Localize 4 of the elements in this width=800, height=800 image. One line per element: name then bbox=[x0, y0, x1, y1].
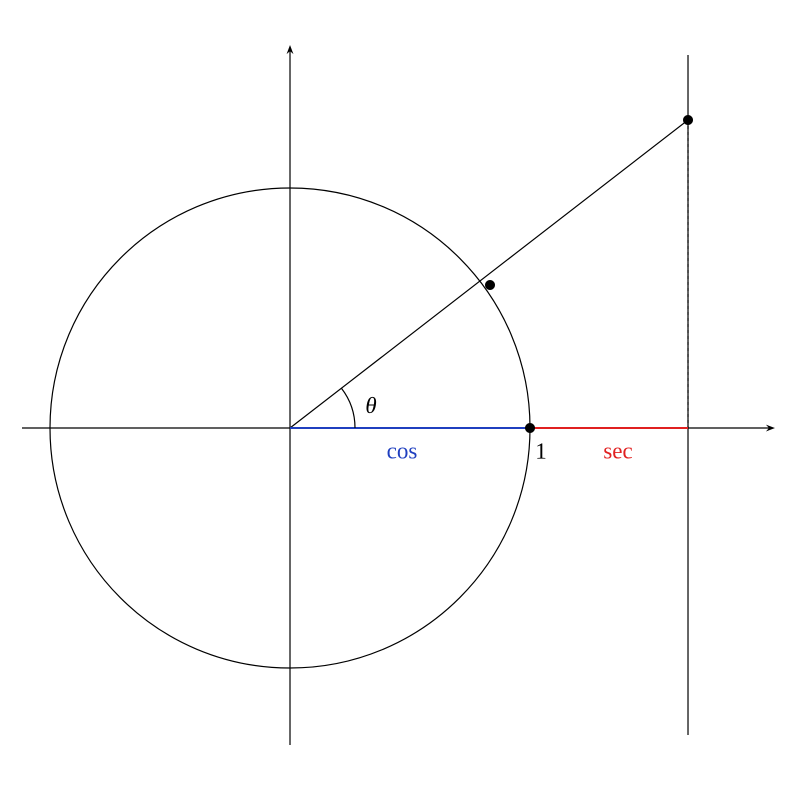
angle-label: θ bbox=[366, 396, 376, 414]
segment-label: sec bbox=[604, 447, 632, 459]
segment-label: cos bbox=[388, 447, 416, 459]
tick-label: 1 bbox=[537, 443, 546, 459]
